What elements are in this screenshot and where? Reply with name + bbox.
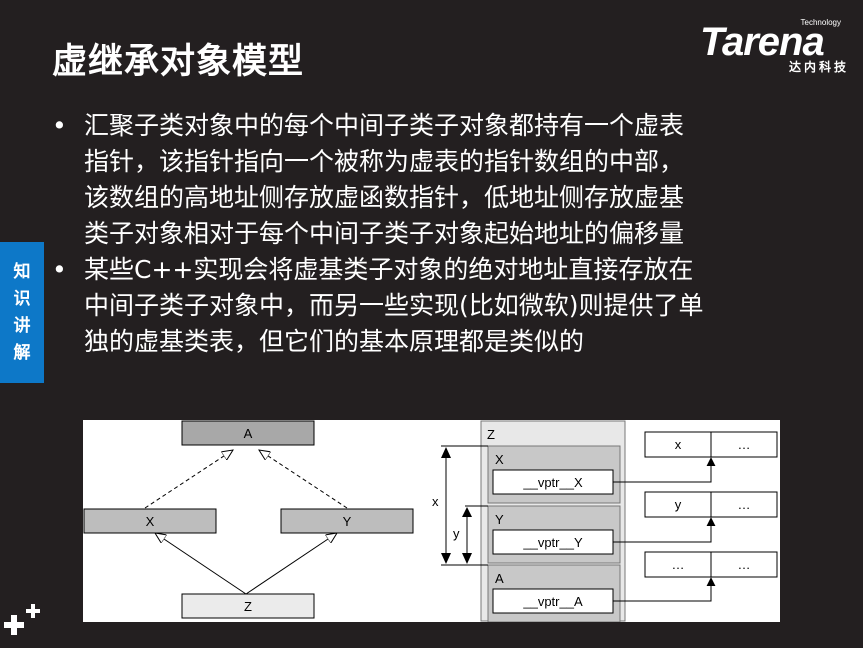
subobject-a-label: A xyxy=(495,571,504,586)
bullet-item: • 汇聚子类对象中的每个中间子类子对象都持有一个虚表 指针，该指针指向一个被称为… xyxy=(52,108,812,252)
class-box-z xyxy=(181,593,315,619)
vptr-a-pointer xyxy=(613,577,716,602)
class-box-y xyxy=(280,508,414,534)
side-tab-char: 解 xyxy=(13,342,31,363)
offset-y-label: y xyxy=(453,526,460,541)
bullet-line: 指针，该指针指向一个被称为虚表的指针数组的中部， xyxy=(84,147,685,176)
subobject-y-label: Y xyxy=(495,512,504,527)
edge-y-to-a xyxy=(259,450,348,509)
class-label-x: X xyxy=(146,514,155,529)
vtable-3-right: … xyxy=(738,557,751,572)
side-tab-char: 知 xyxy=(13,261,31,282)
vtable-2: y … xyxy=(644,491,778,518)
tarena-logo: Technology Tarena 达内科技 xyxy=(700,18,855,76)
subobject-x-label: X xyxy=(495,452,504,467)
class-box-a xyxy=(181,420,315,446)
edge-x-to-a xyxy=(144,450,233,509)
knowledge-tab: 知 识 讲 解 xyxy=(0,242,44,383)
bullet-dot: • xyxy=(52,111,67,140)
class-label-z: Z xyxy=(244,599,252,614)
virtual-inheritance-edges xyxy=(144,450,348,509)
vptr-y-cell xyxy=(492,529,614,555)
offset-x-dimension: x xyxy=(432,445,488,566)
vtable-3-left: … xyxy=(672,557,685,572)
side-tab-char: 识 xyxy=(13,288,31,309)
vptr-a-text: __vptr__A xyxy=(522,594,583,609)
diagram-svg: A X Y Z Z X __vptr__X Y __vptr__Y A __vp… xyxy=(83,420,778,623)
vtable-2-left: y xyxy=(675,497,682,512)
plus-logo-icon xyxy=(4,604,40,635)
class-label-a: A xyxy=(244,426,253,441)
vtable-1-right: … xyxy=(738,437,751,452)
vptr-y-text: __vptr__Y xyxy=(522,535,583,550)
vtable-3: … … xyxy=(644,551,778,578)
vptr-y-pointer xyxy=(613,517,716,543)
vtable-2-right: … xyxy=(738,497,751,512)
vtable-1-left: x xyxy=(675,437,682,452)
edge-z-to-y xyxy=(245,533,337,595)
bullet-line: 汇聚子类对象中的每个中间子类子对象都持有一个虚表 xyxy=(84,111,685,140)
class-label-y: Y xyxy=(343,514,352,529)
bullet-line: 中间子类子对象中，而另一些实现(比如微软)则提供了单 xyxy=(84,291,704,320)
inheritance-edges xyxy=(155,533,337,595)
object-z-label: Z xyxy=(487,427,495,442)
logo-wordmark: Tarena xyxy=(700,20,825,64)
logo-chinese-text: 达内科技 xyxy=(788,60,849,74)
side-tab-char: 讲 xyxy=(13,315,31,336)
vptr-a-cell xyxy=(492,588,614,614)
vptr-x-pointer xyxy=(613,457,716,483)
bullet-line: 该数组的高地址侧存放虚函数指针，低地址侧存放虚基 xyxy=(84,183,685,212)
offset-x-label: x xyxy=(432,494,439,509)
bullet-item: • 某些C++实现会将虚基类子对象的绝对地址直接存放在 中间子类子对象中，而另一… xyxy=(52,252,812,360)
class-box-x xyxy=(83,508,217,534)
bullet-list: • 汇聚子类对象中的每个中间子类子对象都持有一个虚表 指针，该指针指向一个被称为… xyxy=(52,108,812,360)
bullet-line: 某些C++实现会将虚基类子对象的绝对地址直接存放在 xyxy=(84,255,694,284)
bullet-dot: • xyxy=(52,255,67,284)
vptr-x-cell xyxy=(492,469,614,495)
edge-z-to-x xyxy=(155,533,247,595)
bullet-line: 独的虚基类表，但它们的基本原理都是类似的 xyxy=(84,327,585,356)
offset-y-dimension: y xyxy=(453,505,488,564)
page-title: 虚继承对象模型 xyxy=(52,42,305,82)
object-model-diagram: A X Y Z Z X __vptr__X Y __vptr__Y A __vp… xyxy=(83,420,780,623)
logo-tech-text: Technology xyxy=(800,18,841,27)
vptr-x-text: __vptr__X xyxy=(522,475,583,490)
vtable-1: x … xyxy=(644,431,778,458)
bullet-line: 类子对象相对于每个中间子类子对象起始地址的偏移量 xyxy=(84,219,685,248)
